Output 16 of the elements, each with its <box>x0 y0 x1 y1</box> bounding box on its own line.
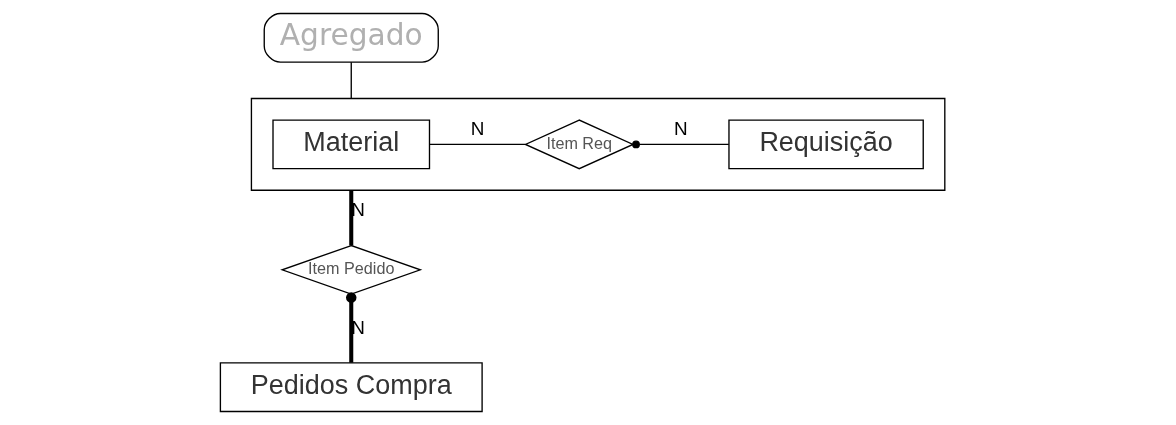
connector <box>346 292 357 363</box>
edge-label: N <box>351 199 365 221</box>
connector <box>350 61 352 100</box>
edge-label: N <box>674 118 688 140</box>
edge-label: N <box>351 316 365 338</box>
node-box: Requisição <box>728 119 924 170</box>
node-box: Agregado <box>263 12 439 63</box>
node-diamond: Item Req <box>523 119 635 170</box>
node-box: Pedidos Compra <box>219 362 483 413</box>
connector <box>632 140 730 149</box>
edge-label: N <box>470 118 485 140</box>
connector <box>349 190 354 246</box>
cluster <box>250 97 946 191</box>
node-box: Material <box>272 119 431 170</box>
connector <box>429 143 527 146</box>
node-diamond: Item Pedido <box>280 244 423 295</box>
